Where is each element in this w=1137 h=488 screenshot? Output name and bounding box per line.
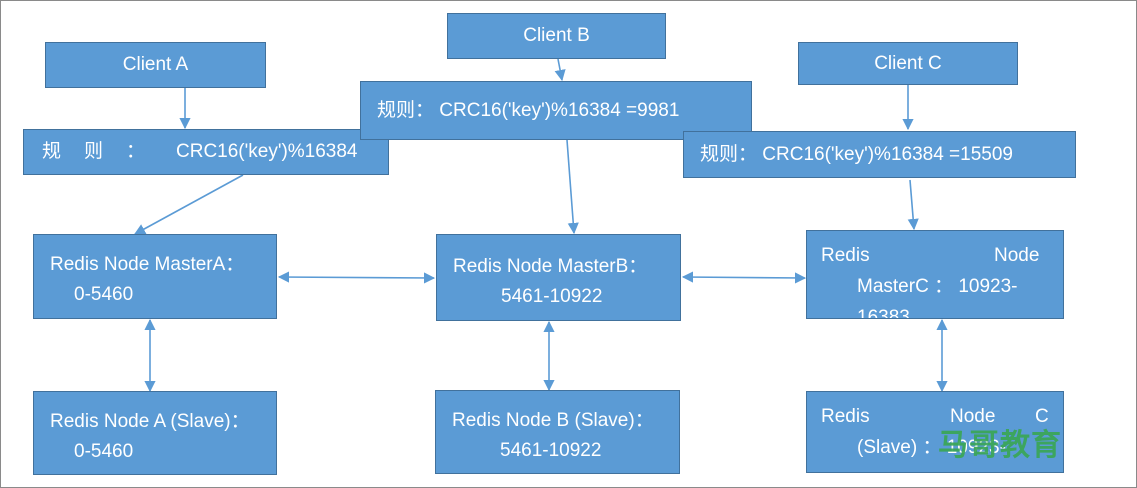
master-b-title: Redis Node MasterB：	[453, 256, 648, 277]
slave-b-title: Redis Node B (Slave)：	[452, 410, 654, 431]
master-c-word-redis: Redis	[821, 245, 870, 266]
master-c-word-node: Node	[994, 245, 1040, 266]
rule-c-text: 规则： CRC16('key')%16384 =15509	[700, 143, 1013, 165]
client-a-label: Client A	[122, 54, 189, 76]
slave-c-box: Redis Node C (Slave) ： 10923-	[806, 391, 1064, 473]
rule-a-prefix: 规 则 ：	[42, 141, 148, 163]
master-b-slots: 5461-10922	[501, 286, 603, 307]
slave-c-word-redis: Redis	[821, 406, 870, 427]
client-c-label: Client C	[874, 52, 942, 74]
master-a-slots: 0-5460	[74, 284, 134, 305]
slave-b-slots: 5461-10922	[500, 440, 602, 461]
master-a-title: Redis Node MasterA：	[50, 254, 245, 275]
client-c-box: Client C	[798, 42, 1018, 85]
rule-a-box: 规 则 ： CRC16('key')%16384	[23, 129, 389, 175]
slave-c-word-node: Node	[950, 406, 996, 427]
watermark-logo: 马哥教育	[938, 428, 1062, 463]
client-b-box: Client B	[447, 13, 666, 59]
rule-b-box: 规则： CRC16('key')%16384 =9981	[360, 81, 752, 140]
rule-c-box: 规则： CRC16('key')%16384 =15509	[683, 131, 1076, 178]
rule-a-formula: CRC16('key')%16384	[176, 141, 358, 163]
slave-a-title: Redis Node A (Slave)：	[50, 411, 250, 432]
master-a-box: Redis Node MasterA： 0-5460	[33, 234, 277, 319]
slave-c-word-c: C	[1035, 406, 1049, 427]
slave-a-slots: 0-5460	[74, 441, 134, 462]
master-c-slots-overflow: 16383	[857, 307, 910, 319]
client-b-label: Client B	[523, 25, 590, 47]
client-a-box: Client A	[45, 42, 266, 88]
slave-b-box: Redis Node B (Slave)： 5461-10922	[435, 390, 680, 474]
master-c-slots: MasterC ： 10923-	[857, 276, 1018, 297]
slave-c-slots: (Slave) ： 10923-	[857, 437, 1006, 458]
master-b-box: Redis Node MasterB： 5461-10922	[436, 234, 681, 321]
rule-b-text: 规则： CRC16('key')%16384 =9981	[377, 99, 680, 121]
slave-a-box: Redis Node A (Slave)： 0-5460	[33, 391, 277, 475]
master-c-box: Redis Node MasterC ： 10923- 16383	[806, 230, 1064, 319]
